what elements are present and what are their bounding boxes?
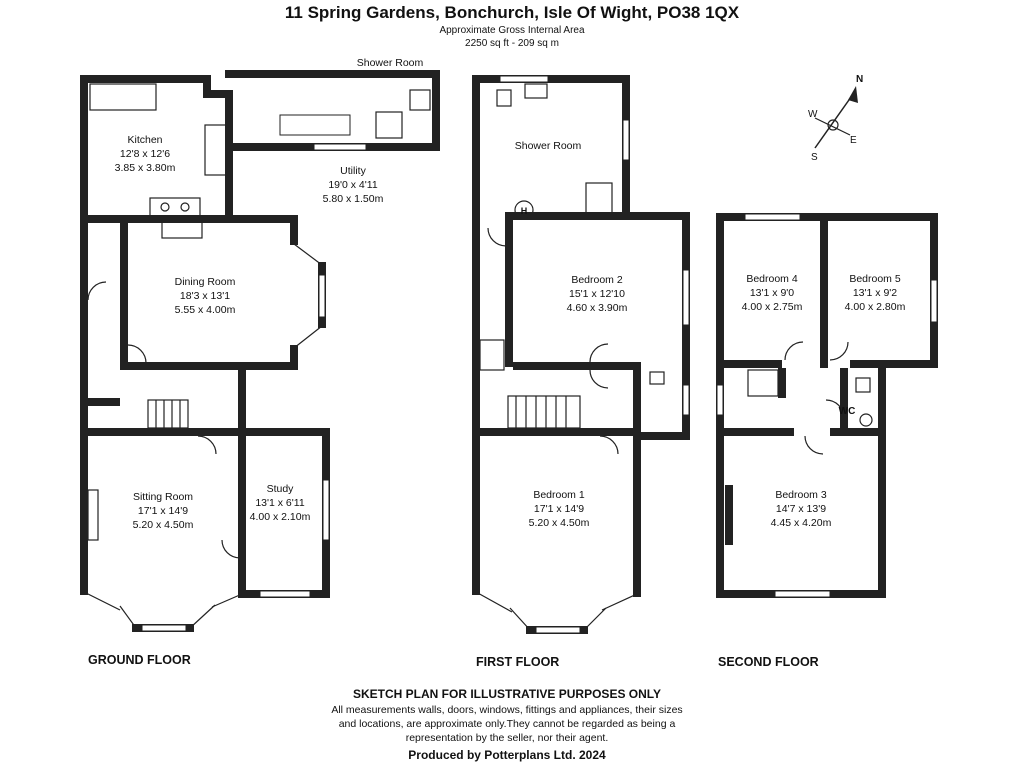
room-dim-metric: 4.60 x 3.90m — [567, 302, 628, 314]
room-name: Bedroom 1 — [533, 489, 585, 501]
room-name: Study — [267, 483, 295, 495]
area-value: 2250 sq ft - 209 sq m — [465, 38, 559, 49]
disclaimer-heading: SKETCH PLAN FOR ILLUSTRATIVE PURPOSES ON… — [353, 687, 661, 701]
compass-s: S — [811, 152, 818, 163]
room-name: Bedroom 2 — [571, 274, 623, 286]
room-dim-metric: 5.80 x 1.50m — [323, 193, 384, 205]
room-dim-metric: 4.45 x 4.20m — [771, 517, 832, 529]
room-dim-imperial: 15'1 x 12'10 — [569, 288, 625, 300]
ground-floor-plan — [80, 70, 440, 632]
room-dim-metric: 5.20 x 4.50m — [529, 517, 590, 529]
first-floor-plan — [472, 75, 690, 634]
room-name: Kitchen — [127, 134, 162, 146]
floor-label-first: FIRST FLOOR — [476, 655, 559, 669]
room-dim-metric: 4.00 x 2.80m — [845, 301, 906, 313]
compass-n: N — [856, 74, 863, 85]
disclaimer-line: and locations, are approximate only.They… — [339, 718, 676, 730]
room-dim-imperial: 19'0 x 4'11 — [328, 179, 378, 191]
room-name: Bedroom 3 — [775, 489, 827, 501]
room-name: Bedroom 4 — [746, 273, 798, 285]
room-name: Shower Room — [357, 57, 424, 69]
room-dim-imperial: 13'1 x 6'11 — [255, 497, 305, 509]
room-name: Utility — [340, 165, 366, 177]
disclaimer-line: All measurements walls, doors, windows, … — [331, 704, 682, 716]
room-name: Dining Room — [175, 276, 236, 288]
second-room-labels: Bedroom 4 13'1 x 9'0 4.00 x 2.75m Bedroo… — [742, 273, 906, 529]
compass-e: E — [850, 135, 857, 146]
room-dim-imperial: 18'3 x 13'1 — [180, 290, 230, 302]
room-name: Shower Room — [515, 140, 582, 152]
compass-icon: N W E S — [808, 74, 863, 163]
room-dim-metric: 3.85 x 3.80m — [115, 162, 176, 174]
room-dim-metric: 5.20 x 4.50m — [133, 519, 194, 531]
room-dim-metric: 5.55 x 4.00m — [175, 304, 236, 316]
room-dim-imperial: 14'7 x 13'9 — [776, 503, 826, 515]
boiler-icon: H — [521, 206, 528, 216]
room-dim-metric: 4.00 x 2.10m — [250, 511, 311, 523]
room-name: Bedroom 5 — [849, 273, 901, 285]
room-dim-imperial: 17'1 x 14'9 — [534, 503, 584, 515]
floor-label-ground: GROUND FLOOR — [88, 653, 191, 667]
area-label: Approximate Gross Internal Area — [439, 25, 585, 36]
room-dim-imperial: 13'1 x 9'2 — [853, 287, 897, 299]
compass-w: W — [808, 109, 818, 120]
room-dim-imperial: 12'8 x 12'6 — [120, 148, 170, 160]
first-room-labels: Shower Room H Bedroom 2 15'1 x 12'10 4.6… — [515, 140, 628, 529]
room-dim-imperial: 17'1 x 14'9 — [138, 505, 188, 517]
disclaimer-line: representation by the seller, nor their … — [406, 732, 609, 744]
room-name: WC — [839, 406, 856, 417]
producer-credit: Produced by Potterplans Ltd. 2024 — [408, 748, 606, 762]
ground-room-labels: Shower Room Kitchen 12'8 x 12'6 3.85 x 3… — [115, 57, 424, 531]
floor-label-second: SECOND FLOOR — [718, 655, 819, 669]
plan-title: 11 Spring Gardens, Bonchurch, Isle Of Wi… — [285, 3, 740, 22]
room-dim-metric: 4.00 x 2.75m — [742, 301, 803, 313]
room-dim-imperial: 13'1 x 9'0 — [750, 287, 794, 299]
room-name: Sitting Room — [133, 491, 193, 503]
second-floor-plan — [716, 213, 938, 598]
